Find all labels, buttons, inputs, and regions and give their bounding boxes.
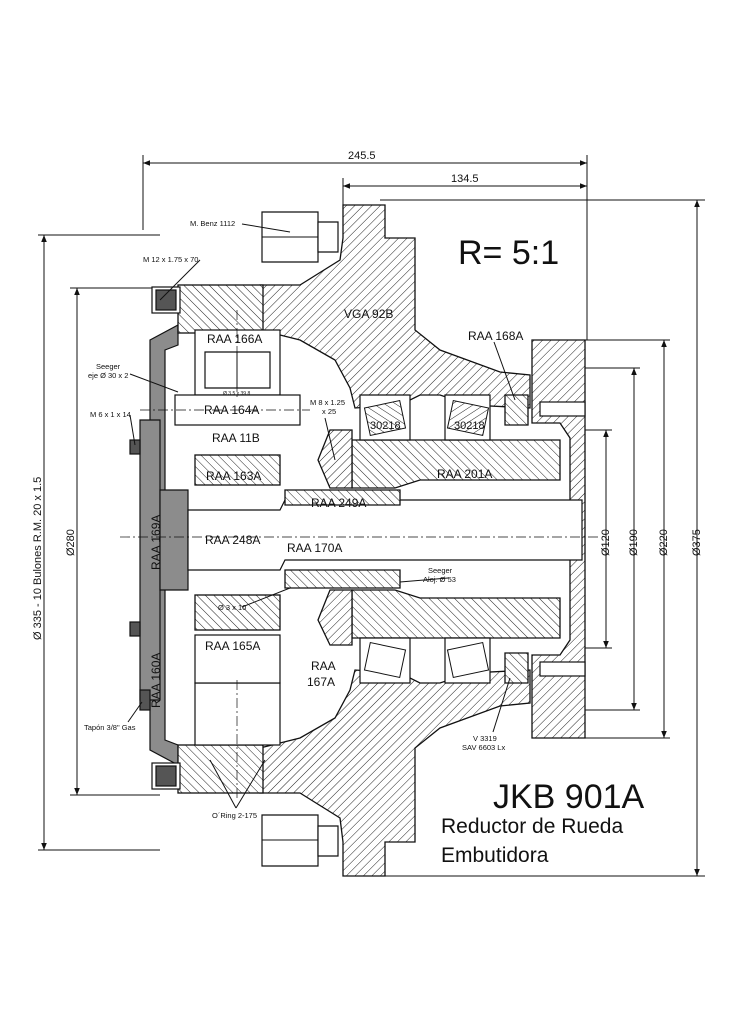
dim-d280: Ø280	[65, 529, 77, 556]
hub-housing	[259, 204, 586, 877]
label-raa166a: RAA 166A	[207, 332, 262, 346]
note-m6: M 6 x 1 x 14	[90, 410, 131, 419]
label-raa248a: RAA 248A	[205, 533, 260, 547]
planet-gears	[174, 329, 301, 746]
label-raa167a-line1: RAA	[311, 659, 336, 673]
note-seeger-eje-1: Seeger	[96, 362, 121, 371]
note-m8-1: M 8 x 1.25	[310, 398, 345, 407]
subtitle-line1: Reductor de Rueda	[441, 815, 623, 838]
note-tapon: Tapón 3/8" Gas	[84, 723, 136, 732]
label-vga92b: VGA 92B	[344, 307, 393, 321]
label-raa160a: RAA 160A	[149, 653, 163, 708]
note-m8-2: x 25	[322, 407, 336, 416]
label-raa168a: RAA 168A	[468, 329, 523, 343]
label-raa165a: RAA 165A	[205, 639, 260, 653]
label-raa163a: RAA 163A	[206, 469, 261, 483]
note-v3319: V 3319	[473, 734, 497, 743]
label-raa167a-line2: 167A	[307, 675, 335, 689]
dim-d375: Ø375	[691, 529, 703, 556]
cover-raa169a	[129, 323, 189, 767]
label-bearing-top-1: 30218	[370, 420, 401, 432]
model-title: JKB 901A	[493, 778, 645, 816]
label-raa11b: RAA 11B	[212, 431, 260, 445]
label-raa249a: RAA 249A	[311, 496, 366, 510]
note-seeger-aloj-1: Seeger	[428, 566, 453, 575]
ring-gear	[151, 284, 264, 794]
dimension-lines	[38, 155, 705, 877]
subtitle-line2: Embutidora	[441, 844, 549, 867]
label-raa170a: RAA 170A	[287, 541, 342, 555]
note-m12: M 12 x 1.75 x 70	[143, 255, 198, 264]
note-mbenz: M. Benz 1112	[190, 219, 235, 228]
note-pin-small: Ø 3.5 x 39.8	[223, 391, 250, 397]
dim-bolt-circle: Ø 335 - 10 Bulones R.M. 20 x 1.5	[32, 477, 44, 640]
note-pin3: Ø 3 x 10	[218, 603, 246, 612]
centerlines	[120, 310, 600, 800]
label-raa169a: RAA 169A	[149, 515, 163, 570]
bearings	[359, 394, 529, 684]
leader-lines	[127, 223, 516, 809]
note-oring: O´Ring 2-175	[212, 811, 257, 820]
sun-shaft	[187, 429, 583, 646]
ratio-label: R= 5:1	[458, 234, 559, 272]
dim-d190: Ø190	[628, 529, 640, 556]
dim-flange-length: 134.5	[451, 173, 479, 185]
note-sav: SAV 6603 Lx	[462, 743, 505, 752]
label-raa164a: RAA 164A	[204, 403, 259, 417]
dim-total-length: 245.5	[348, 150, 376, 162]
note-seeger-aloj-2: Aloj. Ø 53	[423, 575, 456, 584]
label-raa201a: RAA 201A	[437, 467, 492, 481]
dim-d220: Ø220	[658, 529, 670, 556]
note-seeger-eje-2: eje Ø 30 x 2	[88, 371, 128, 380]
dim-d120: Ø120	[600, 529, 612, 556]
bolts	[261, 211, 339, 867]
label-bearing-top-2: 30218	[454, 420, 485, 432]
